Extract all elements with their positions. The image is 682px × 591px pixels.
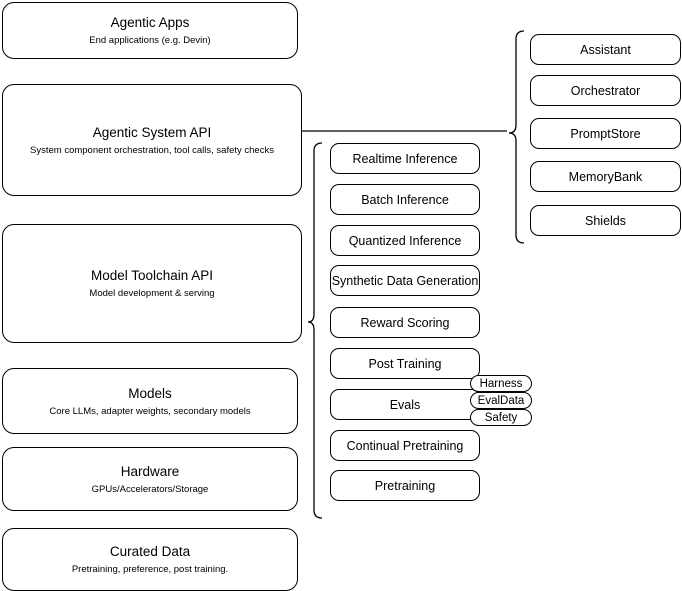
layer-subtitle: Model development & serving bbox=[89, 288, 215, 299]
toolchain-item-label: Synthetic Data Generation bbox=[331, 273, 479, 288]
bracket-toolchain bbox=[307, 142, 323, 519]
system-item-memorybank[interactable]: MemoryBank bbox=[530, 161, 681, 192]
layer-curated-data[interactable]: Curated Data Pretraining, preference, po… bbox=[2, 528, 298, 591]
toolchain-item-continual-pretraining[interactable]: Continual Pretraining bbox=[330, 430, 480, 461]
toolchain-item-post-training[interactable]: Post Training bbox=[330, 348, 480, 379]
layer-agentic-system-api[interactable]: Agentic System API System component orch… bbox=[2, 84, 302, 196]
layer-subtitle: Core LLMs, adapter weights, secondary mo… bbox=[49, 405, 251, 417]
eval-pill-harness[interactable]: Harness bbox=[470, 375, 532, 392]
layer-title: Agentic System API bbox=[92, 124, 212, 140]
toolchain-item-synthetic-data-generation[interactable]: Synthetic Data Generation bbox=[330, 265, 480, 296]
toolchain-item-evals[interactable]: Evals bbox=[330, 389, 480, 420]
eval-pill-evaldata[interactable]: EvalData bbox=[470, 392, 532, 409]
eval-pill-label: EvalData bbox=[477, 394, 525, 407]
system-item-assistant[interactable]: Assistant bbox=[530, 34, 681, 65]
system-item-shields[interactable]: Shields bbox=[530, 205, 681, 236]
layer-subtitle: System component orchestration, tool cal… bbox=[30, 144, 274, 156]
toolchain-item-label: Quantized Inference bbox=[348, 233, 462, 248]
layer-models[interactable]: Models Core LLMs, adapter weights, secon… bbox=[2, 368, 298, 434]
toolchain-item-label: Evals bbox=[389, 397, 421, 412]
toolchain-item-batch-inference[interactable]: Batch Inference bbox=[330, 184, 480, 215]
system-item-label: Shields bbox=[585, 213, 626, 228]
toolchain-item-realtime-inference[interactable]: Realtime Inference bbox=[330, 143, 480, 174]
toolchain-item-label: Continual Pretraining bbox=[346, 438, 464, 453]
system-item-label: MemoryBank bbox=[568, 169, 643, 184]
layer-title: Agentic Apps bbox=[110, 15, 190, 30]
eval-pill-label: Harness bbox=[479, 377, 523, 390]
layer-title: Model Toolchain API bbox=[90, 268, 214, 283]
layer-agentic-apps[interactable]: Agentic Apps End applications (e.g. Devi… bbox=[2, 2, 298, 59]
layer-title: Curated Data bbox=[109, 544, 191, 559]
layer-subtitle: GPUs/Accelerators/Storage bbox=[91, 483, 209, 495]
layer-title: Models bbox=[128, 385, 172, 401]
bracket-system bbox=[508, 30, 525, 244]
toolchain-item-label: Pretraining bbox=[374, 478, 436, 493]
layer-model-toolchain-api[interactable]: Model Toolchain API Model development & … bbox=[2, 224, 302, 343]
layer-subtitle: Pretraining, preference, post training. bbox=[71, 564, 229, 575]
layer-subtitle: End applications (e.g. Devin) bbox=[89, 35, 211, 46]
toolchain-item-label: Reward Scoring bbox=[360, 315, 450, 330]
toolchain-item-pretraining[interactable]: Pretraining bbox=[330, 470, 480, 501]
system-item-label: PromptStore bbox=[570, 126, 641, 141]
toolchain-item-label: Realtime Inference bbox=[352, 151, 458, 166]
layer-hardware[interactable]: Hardware GPUs/Accelerators/Storage bbox=[2, 447, 298, 511]
system-item-label: Assistant bbox=[580, 42, 631, 57]
system-item-label: Orchestrator bbox=[570, 83, 641, 98]
toolchain-item-label: Batch Inference bbox=[361, 192, 449, 207]
toolchain-item-label: Post Training bbox=[368, 356, 442, 371]
system-item-orchestrator[interactable]: Orchestrator bbox=[530, 75, 681, 106]
toolchain-item-reward-scoring[interactable]: Reward Scoring bbox=[330, 307, 480, 338]
layer-title: Hardware bbox=[120, 463, 180, 479]
eval-pill-safety[interactable]: Safety bbox=[470, 409, 532, 426]
system-item-promptstore[interactable]: PromptStore bbox=[530, 118, 681, 149]
toolchain-item-quantized-inference[interactable]: Quantized Inference bbox=[330, 225, 480, 256]
eval-pill-label: Safety bbox=[484, 411, 518, 424]
